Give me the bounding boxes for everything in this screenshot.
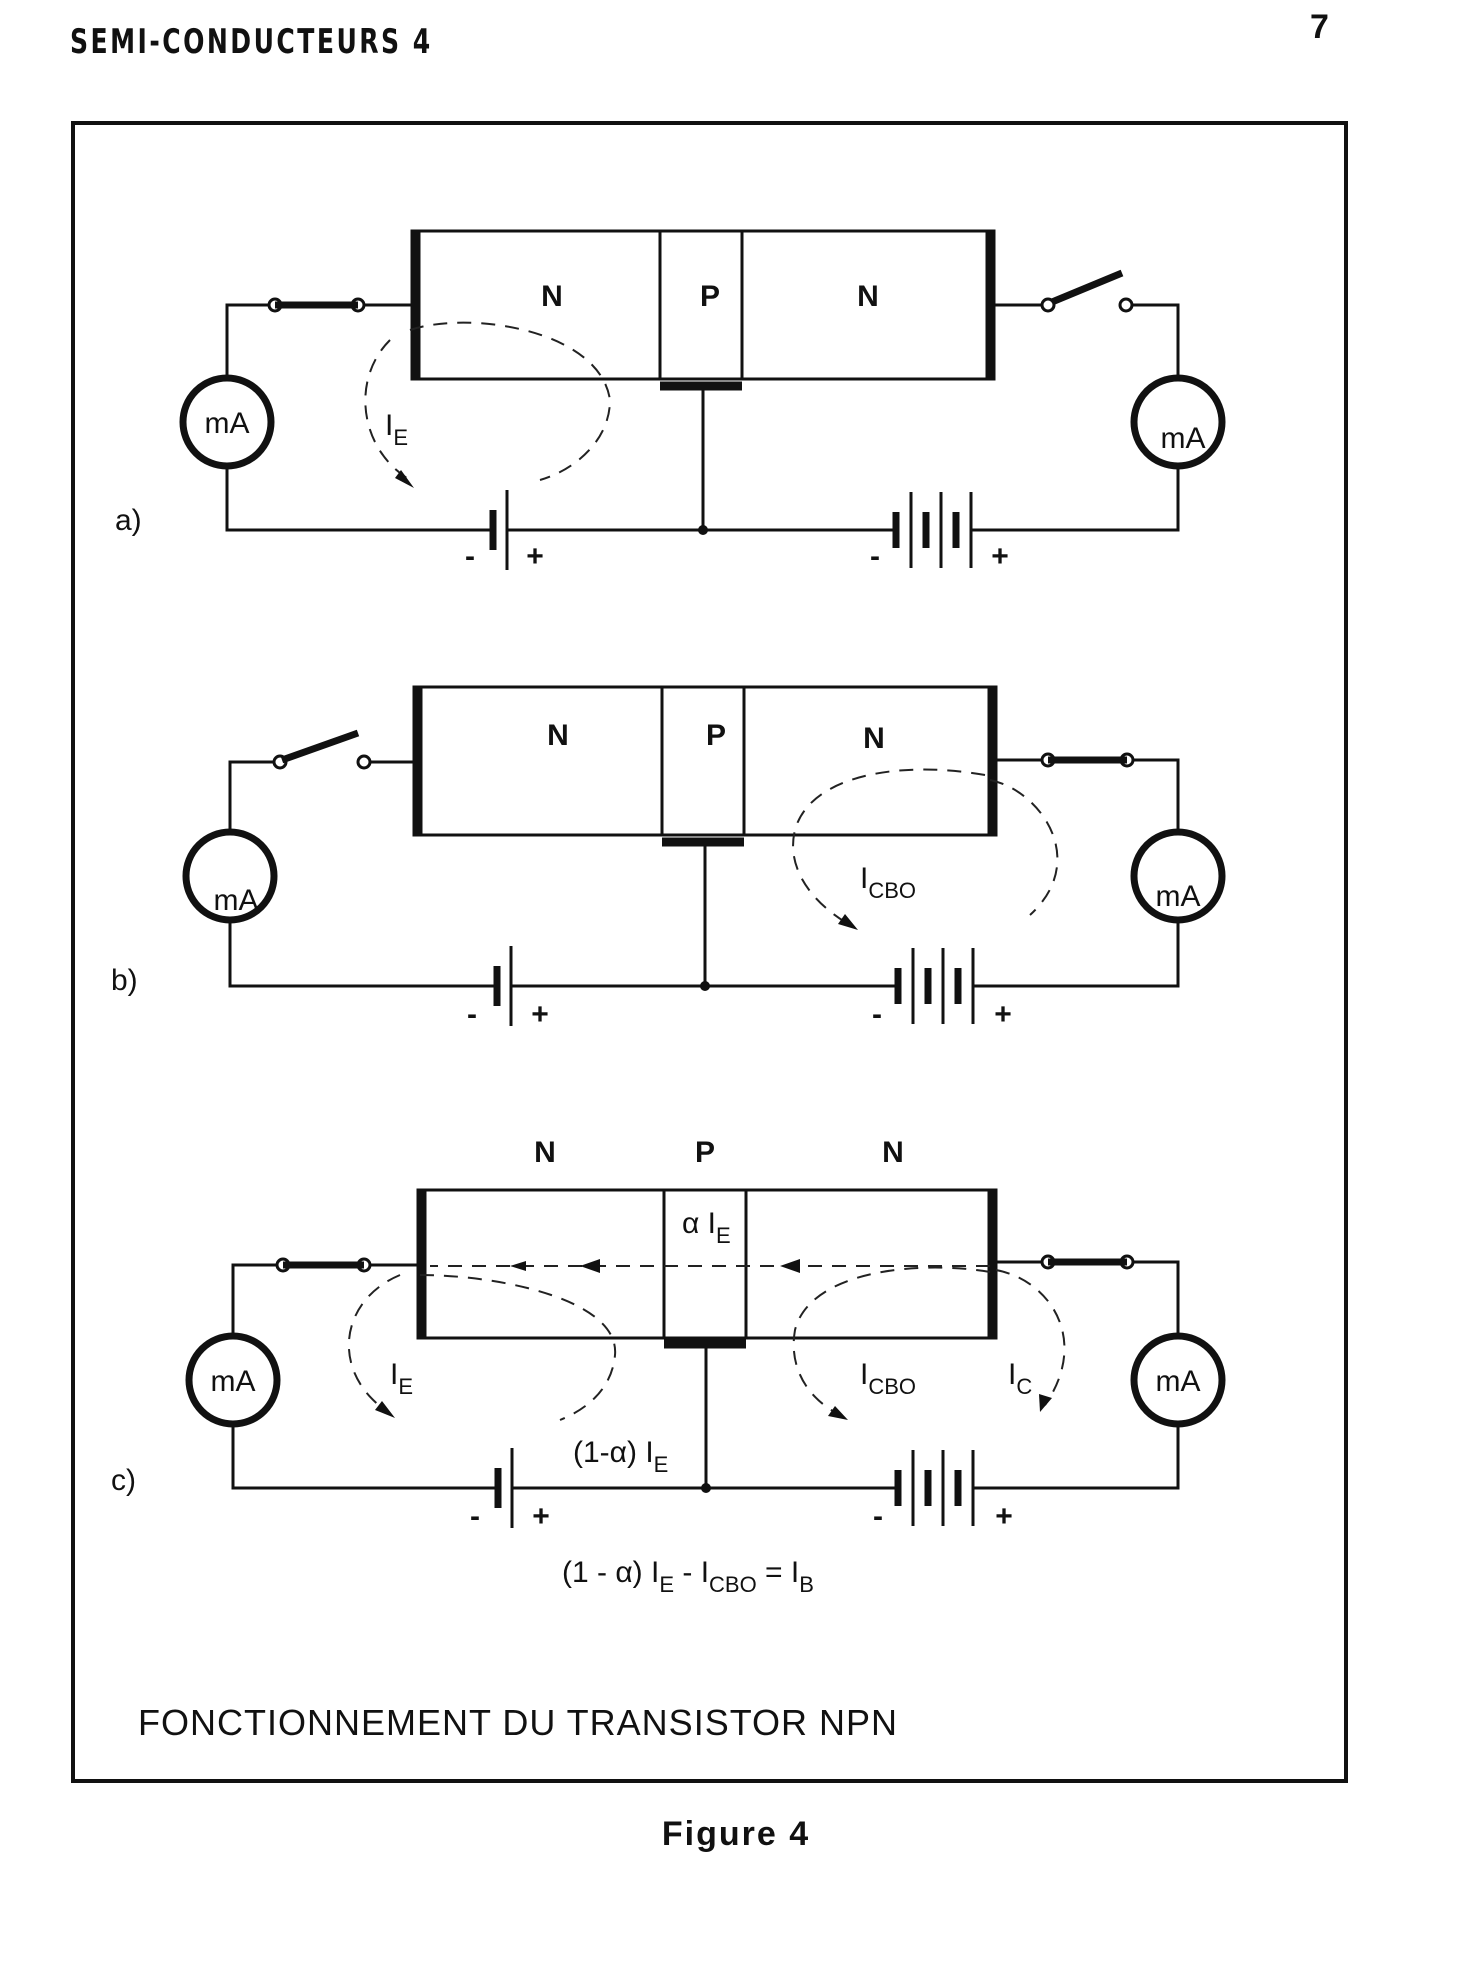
region-n-right-c: N	[882, 1136, 904, 1169]
battery-right-a-minus: -	[870, 540, 880, 573]
current-icbo-c: ICBO	[860, 1358, 916, 1399]
current-ic-c: IC	[1008, 1358, 1032, 1399]
diagram-label-a: a)	[115, 504, 142, 537]
switch-contact-a4	[1118, 297, 1134, 313]
battery-right-c-plus: +	[995, 1500, 1013, 1533]
diagram-b: N P N mA - + - + mA	[111, 685, 1226, 1031]
diagram-a: N P N mA - + - + mA	[115, 229, 1226, 573]
battery-left-b-minus: -	[467, 998, 477, 1031]
diagram-label-c: c)	[111, 1464, 136, 1497]
battery-left-a-plus: +	[526, 540, 544, 573]
figure-frame	[71, 121, 1348, 1783]
panel-title: FONCTIONNEMENT DU TRANSISTOR NPN	[138, 1702, 898, 1743]
current-ie-c: IE	[390, 1358, 413, 1399]
battery-left-c-plus: +	[532, 1500, 550, 1533]
open-switch-right-a	[1050, 269, 1124, 306]
ammeter-right-c-label: mA	[1156, 1365, 1201, 1398]
region-p-b: P	[706, 719, 726, 752]
current-loop-icbo-c	[792, 1266, 991, 1416]
battery-left-b-plus: +	[531, 998, 549, 1031]
ammeter-left-b-label: mA	[214, 884, 259, 917]
current-arrow-a	[395, 470, 414, 488]
page-number: 7	[1310, 8, 1329, 46]
region-p-a: P	[700, 280, 720, 313]
diagram-label-b: b)	[111, 964, 138, 997]
equation: (1 - α) IE - ICBO = IB	[562, 1556, 814, 1597]
region-n-right-a: N	[857, 280, 879, 313]
current-arrow-b	[838, 914, 858, 930]
ammeter-left-c-label: mA	[211, 1365, 256, 1398]
ammeter-left-a-label: mA	[205, 407, 250, 440]
base-current-label: (1-α) IE	[573, 1436, 668, 1477]
battery-right-b-plus: +	[994, 998, 1012, 1031]
battery-right-a-plus: +	[991, 540, 1009, 573]
open-switch-left-b	[280, 729, 360, 764]
switch-contact-a3	[1040, 297, 1056, 313]
diagram-c: N P N α IE mA - +	[111, 1136, 1226, 1597]
current-loop-a	[409, 321, 612, 481]
ammeter-right-a-label: mA	[1161, 422, 1206, 455]
battery-right-c-minus: -	[873, 1500, 883, 1533]
battery-left-a-minus: -	[465, 540, 475, 573]
region-p-c: P	[695, 1136, 715, 1169]
battery-left-c-minus: -	[470, 1500, 480, 1533]
current-loop-ie-c	[419, 1274, 617, 1421]
transistor-body-a	[410, 229, 996, 381]
header-title: SEMI-CONDUCTEURS 4	[70, 22, 433, 62]
battery-right-b-minus: -	[872, 998, 882, 1031]
current-icbo-b: ICBO	[860, 862, 916, 903]
transistor-body-b	[412, 685, 998, 837]
region-n-left-a: N	[541, 280, 563, 313]
current-loop-b	[989, 779, 1059, 916]
ammeter-right-b-label: mA	[1156, 880, 1201, 913]
region-n-left-c: N	[534, 1136, 556, 1169]
region-n-right-b: N	[863, 722, 885, 755]
transistor-body-c	[416, 1188, 998, 1340]
figure-caption: Figure 4	[661, 1815, 811, 1853]
region-n-left-b: N	[547, 719, 569, 752]
current-loop-ic-c	[995, 1269, 1066, 1406]
current-ie-a: IE	[385, 409, 408, 450]
alpha-current-label: α IE	[682, 1207, 731, 1248]
